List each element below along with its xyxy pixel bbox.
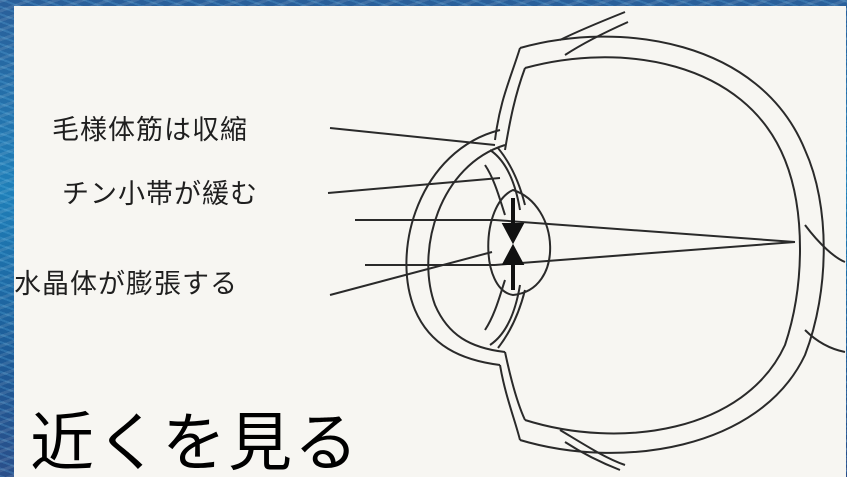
ciliary-body-top — [489, 149, 521, 211]
ray-upper-right — [494, 219, 796, 243]
label-zinn-zonule: チン小帯が緩む — [62, 179, 258, 210]
ray-lower-right — [494, 241, 796, 266]
lens — [487, 188, 552, 297]
leader-lens — [329, 251, 493, 296]
leader-ciliary — [329, 127, 496, 146]
caption-near-vision: 近くを見る — [30, 407, 360, 481]
label-lens: 水晶体が膨張する — [14, 269, 238, 300]
cornea-outer — [405, 129, 501, 366]
optic-nerve-top — [804, 224, 846, 263]
ciliary-body-bottom — [489, 284, 521, 346]
optic-nerve-bottom — [804, 329, 846, 353]
cornea-inner — [427, 144, 506, 353]
sclera-outer — [519, 35, 825, 454]
arrow-down-head — [501, 223, 525, 245]
label-ciliary-muscle: 毛様体筋は収縮 — [52, 115, 248, 146]
sclera-inner — [524, 56, 801, 435]
leader-zinn — [327, 177, 501, 194]
arrow-up-head — [501, 243, 525, 265]
